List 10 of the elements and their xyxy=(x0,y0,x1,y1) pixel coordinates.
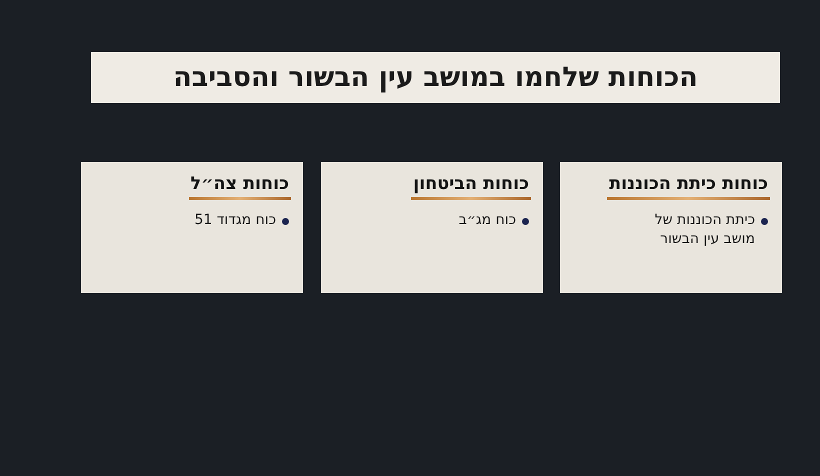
info-card xyxy=(321,162,543,293)
title-banner: הכוחות שלחמו במושב עין הבשור והסביבה xyxy=(91,52,780,103)
bullet-text: כוח מג״ב xyxy=(458,211,516,230)
info-card xyxy=(81,162,303,293)
card-heading: כוחות הביטחון xyxy=(411,174,531,200)
card-heading: כוחות צה״ל xyxy=(188,174,291,200)
info-card xyxy=(560,162,782,293)
bullet-text: כיתת הכוננות של מושב עין הבשור xyxy=(654,211,755,249)
card-heading: כוחות כיתת הכוננות xyxy=(607,174,770,200)
bullet-text: כוח מגדוד 51 xyxy=(194,211,276,230)
